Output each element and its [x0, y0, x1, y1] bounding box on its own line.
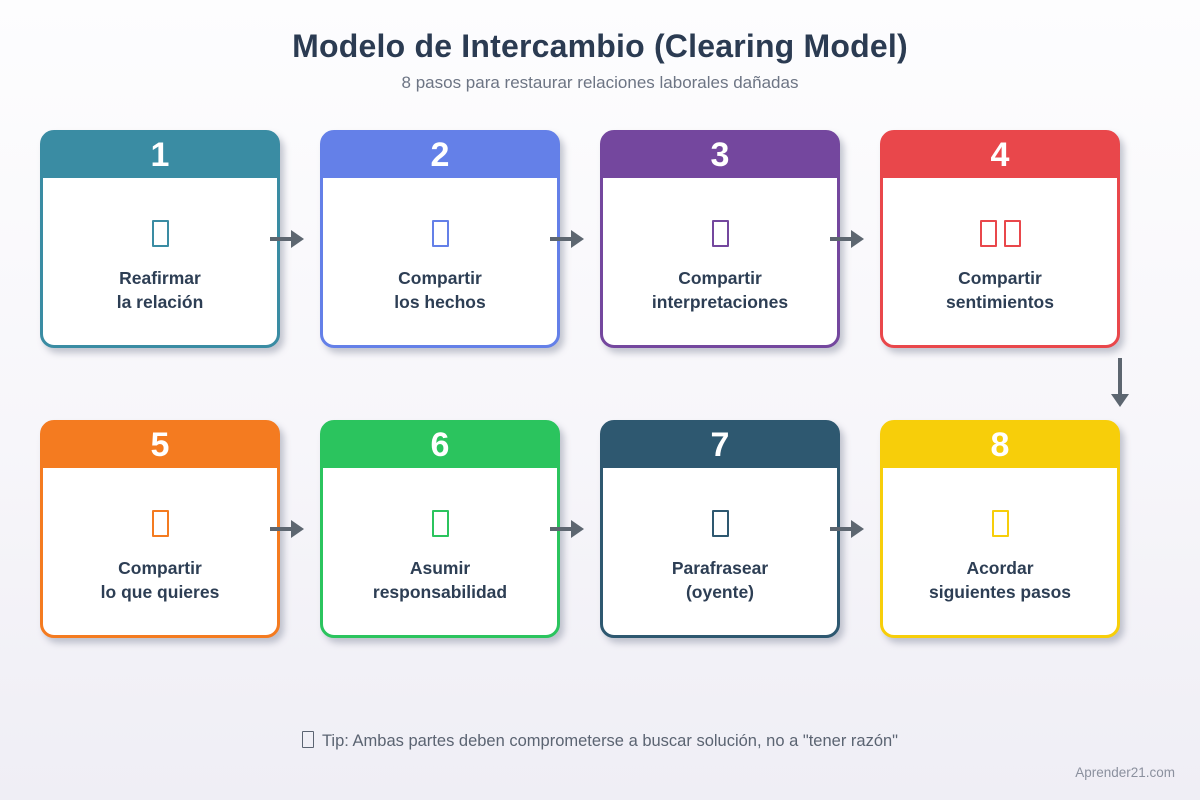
step-5-header: 5 [42, 422, 278, 468]
step-7-number: 7 [710, 426, 730, 464]
step-5-number: 5 [150, 426, 170, 464]
step-2-body: Compartir los hechos [323, 179, 557, 345]
step-7-header: 7 [602, 422, 838, 468]
step-6-body: Asumir responsabilidad [323, 469, 557, 635]
step-4-body: Compartir sentimientos [883, 179, 1117, 345]
step-8-header: 8 [882, 422, 1118, 468]
step-5-label-line1: Compartir [118, 558, 202, 578]
step-1-label: Reafirmar la relación [117, 267, 204, 314]
step-2-icon-row [431, 219, 449, 247]
step-card-7: 7 Parafrasear (oyente) [600, 420, 840, 638]
step-card-4: 4 Compartir sentimientos [880, 130, 1120, 348]
step-2-number: 2 [430, 136, 450, 174]
step-1-body: Reafirmar la relación [43, 179, 277, 345]
arrow-right-icon [270, 520, 304, 538]
step-2-label-line1: Compartir [398, 268, 482, 288]
arrow-right-icon [270, 230, 304, 248]
step-card-1: 1 Reafirmar la relación [40, 130, 280, 348]
tofu-placeholder-icon [431, 509, 449, 537]
step-7-icon-row [711, 509, 729, 537]
step-2-label-line2: los hechos [394, 291, 486, 312]
step-1-number: 1 [150, 136, 170, 174]
step-8-number: 8 [990, 426, 1010, 464]
step-6-icon-row [431, 509, 449, 537]
footer-credit: Aprender21.com [1075, 765, 1175, 780]
step-1-header: 1 [42, 132, 278, 178]
step-card-8: 8 Acordar siguientes pasos [880, 420, 1120, 638]
step-4-label: Compartir sentimientos [946, 267, 1054, 314]
step-4-header: 4 [882, 132, 1118, 178]
step-1-icon-row [151, 219, 169, 247]
step-7-label: Parafrasear (oyente) [672, 557, 768, 604]
tip-note: Tip: Ambas partes deben comprometerse a … [0, 731, 1200, 751]
step-3-header: 3 [602, 132, 838, 178]
tofu-placeholder-icon [151, 509, 169, 537]
step-6-header: 6 [322, 422, 558, 468]
step-4-label-line1: Compartir [958, 268, 1042, 288]
step-3-label-line2: interpretaciones [651, 291, 789, 312]
arrow-right-icon [830, 520, 864, 538]
step-3-body: Compartir interpretaciones [603, 179, 837, 345]
tofu-placeholder-icon [1003, 219, 1021, 247]
step-card-5: 5 Compartir lo que quieres [40, 420, 280, 638]
step-4-icon-row [979, 219, 1021, 247]
tip-text: Tip: Ambas partes deben comprometerse a … [321, 732, 899, 750]
step-card-6: 6 Asumir responsabilidad [320, 420, 560, 638]
step-4-number: 4 [990, 136, 1010, 174]
step-6-label-line2: responsabilidad [372, 581, 508, 602]
step-3-label: Compartir interpretaciones [652, 267, 788, 314]
step-3-label-line1: Compartir [678, 268, 762, 288]
tofu-placeholder-icon [979, 219, 997, 247]
step-5-label-line2: lo que quieres [100, 581, 220, 602]
step-4-label-line2: sentimientos [946, 291, 1054, 312]
step-8-label-line2: siguientes pasos [929, 581, 1071, 602]
step-2-header: 2 [322, 132, 558, 178]
step-card-2: 2 Compartir los hechos [320, 130, 560, 348]
step-7-body: Parafrasear (oyente) [603, 469, 837, 635]
arrow-right-icon [550, 230, 584, 248]
tofu-placeholder-icon [991, 509, 1009, 537]
step-3-icon-row [711, 219, 729, 247]
step-5-body: Compartir lo que quieres [43, 469, 277, 635]
tofu-placeholder-icon [711, 509, 729, 537]
step-5-icon-row [151, 509, 169, 537]
step-8-label-line1: Acordar [966, 558, 1034, 578]
tofu-placeholder-icon [711, 219, 729, 247]
step-1-label-line1: Reafirmar [119, 268, 201, 288]
arrow-right-icon [830, 230, 864, 248]
step-8-label: Acordar siguientes pasos [929, 557, 1071, 604]
step-8-icon-row [991, 509, 1009, 537]
step-card-3: 3 Compartir interpretaciones [600, 130, 840, 348]
arrow-down-icon [1111, 358, 1129, 407]
step-1-label-line2: la relación [116, 291, 204, 312]
step-2-label: Compartir los hechos [394, 267, 485, 314]
step-7-label-line1: Parafrasear [671, 558, 769, 578]
step-7-label-line2: (oyente) [685, 581, 755, 602]
tofu-placeholder-icon [151, 219, 169, 247]
step-3-number: 3 [710, 136, 730, 174]
page-title: Modelo de Intercambio (Clearing Model) [292, 28, 908, 64]
step-6-number: 6 [430, 426, 450, 464]
step-8-body: Acordar siguientes pasos [883, 469, 1117, 635]
step-6-label-line1: Asumir [409, 558, 471, 578]
page-subtitle: 8 pasos para restaurar relaciones labora… [401, 73, 799, 92]
arrow-right-icon [550, 520, 584, 538]
step-5-label: Compartir lo que quieres [101, 557, 220, 604]
tofu-placeholder-icon [431, 219, 449, 247]
step-6-label: Asumir responsabilidad [373, 557, 507, 604]
tip-bullet-tofu-icon [301, 731, 314, 748]
